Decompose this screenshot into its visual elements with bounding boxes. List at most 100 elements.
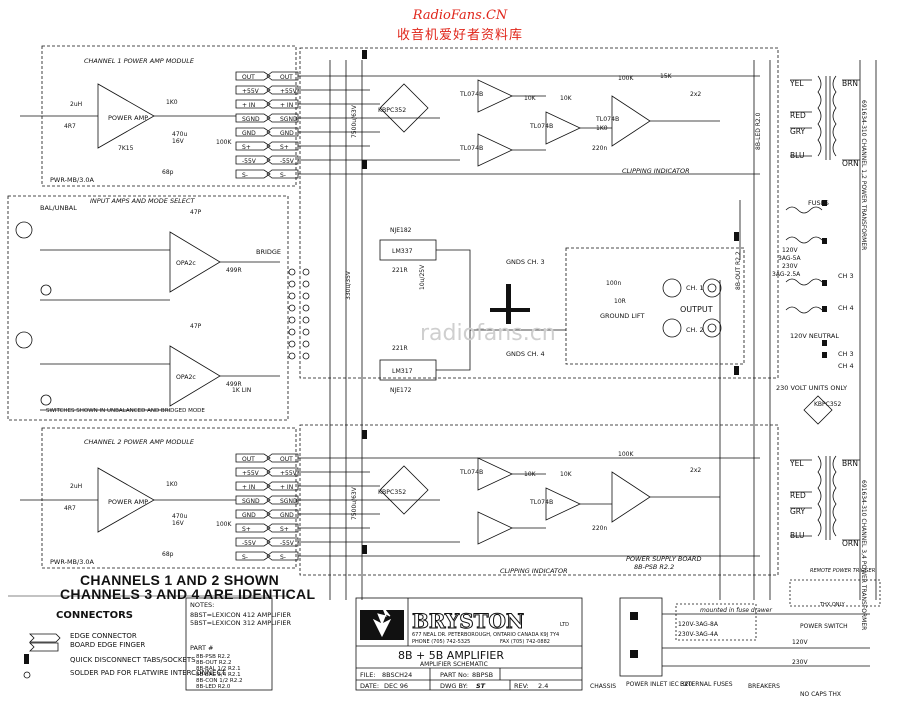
svg-text:100K: 100K — [618, 75, 634, 82]
svg-text:220n: 220n — [592, 525, 607, 532]
conn-label: S+ — [280, 526, 289, 533]
conn-label: -55V — [280, 540, 295, 547]
wire-red: RED — [790, 111, 806, 120]
ch3-label: CH 3 — [838, 272, 854, 280]
conn-label: +55V — [280, 470, 298, 477]
svg-text:7500u/63V: 7500u/63V — [351, 104, 358, 138]
conn-label: OUT — [280, 74, 293, 81]
brand-fax: FAX (705) 742-0882 — [500, 639, 550, 645]
note-line-2: 5BST=LEXICON 312 AMPLIFIER — [190, 619, 291, 627]
ch2-out: CH. 2 — [686, 326, 704, 334]
ic-lm317: LM317 — [392, 368, 413, 375]
notes-title: NOTES: — [190, 601, 214, 609]
conn-label: S- — [242, 554, 248, 561]
svg-text:470u: 470u — [172, 131, 187, 138]
wire-brn-2: BRN — [842, 459, 858, 468]
conn-label: SGND — [280, 116, 298, 123]
conn-label: +55V — [242, 470, 260, 477]
conn-label: GND — [280, 512, 294, 519]
svg-text:1K0: 1K0 — [166, 99, 178, 106]
units-only-label: 230 VOLT UNITS ONLY — [776, 384, 847, 392]
wire-gry: GRY — [790, 127, 806, 136]
svg-text:1K0: 1K0 — [596, 125, 608, 132]
conn-label: GND — [242, 512, 256, 519]
ch3-label-2: CH 3 — [838, 350, 854, 358]
svg-text:499R: 499R — [226, 267, 242, 274]
ch1-module-title: CHANNEL 1 POWER AMP MODULE — [84, 57, 195, 65]
wire-blu: BLU — [790, 151, 804, 160]
chassis-label: CHASSIS — [590, 683, 616, 690]
part-no-label: PART No: — [440, 671, 469, 679]
conn-label: + IN — [242, 484, 255, 491]
transformer-label: 691634-310 CHANNEL 1,2 POWER TRANSFORMER — [860, 100, 867, 250]
wire-brn: BRN — [842, 79, 858, 88]
pwr-label-1: PWR-MB/3.0A — [50, 176, 95, 184]
svg-text:100K: 100K — [216, 521, 232, 528]
wire-gry-2: GRY — [790, 507, 806, 516]
part-no-value: 8BPSB — [472, 671, 493, 679]
wire-yel-2: YEL — [789, 459, 804, 468]
svg-text:220n: 220n — [592, 145, 607, 152]
svg-text:7K15: 7K15 — [118, 145, 134, 152]
ic-tl074-5: TL074B — [459, 469, 483, 476]
ic-tl074-4: TL074B — [595, 116, 619, 123]
svg-text:KBPC352: KBPC352 — [814, 401, 841, 408]
bal-unbal-label: BAL/UNBAL — [40, 204, 77, 212]
conn-label: -55V — [280, 158, 295, 165]
ic-opa-2: OPA2c — [176, 374, 196, 381]
ic-tl074-2: TL074B — [459, 145, 483, 152]
caption-line-2: CHANNELS 3 AND 4 ARE IDENTICAL — [60, 586, 316, 602]
bridge-label: BRIDGE — [256, 248, 281, 256]
conn-label: +55V — [280, 88, 298, 95]
date-label: DATE: — [360, 682, 379, 690]
svg-text:230V: 230V — [782, 263, 798, 270]
date-value: DEC 96 — [384, 682, 408, 690]
external-fuses-label: EXTERNAL FUSES — [680, 681, 733, 688]
caption-line-1: CHANNELS 1 AND 2 SHOWN — [80, 572, 279, 588]
conn-label: S+ — [280, 144, 289, 151]
part-row: 8B-OUT R2.2 — [196, 660, 231, 666]
wire-red-2: RED — [790, 491, 806, 500]
gnds-ch4: GNDS CH. 4 — [506, 350, 545, 358]
ic-tl074-3: TL074B — [529, 123, 553, 130]
svg-text:221R: 221R — [392, 267, 408, 274]
gnds-ch3: GNDS CH. 3 — [506, 258, 545, 266]
svg-text:10K: 10K — [524, 95, 537, 102]
power-amp-1: POWER AMP — [108, 114, 148, 122]
conn-label: GND — [242, 130, 256, 137]
conn-label: S- — [280, 172, 286, 179]
svg-text:NJE182: NJE182 — [390, 227, 412, 234]
ch1-out: CH. 1 — [686, 284, 704, 292]
conn-label: SGND — [242, 116, 260, 123]
conn-label: -55V — [242, 540, 257, 547]
conn-label: S- — [280, 554, 286, 561]
svg-text:2uH: 2uH — [70, 483, 82, 490]
ic-lm337: LM337 — [392, 248, 413, 255]
conn-label: OUT — [242, 456, 255, 463]
ch4-label-2: CH 4 — [838, 362, 854, 370]
svg-text:10R: 10R — [614, 298, 626, 305]
remote-trigger-label: REMOTE POWER TRIGGER — [810, 568, 875, 574]
svg-text:47P: 47P — [190, 323, 202, 330]
svg-text:2x2: 2x2 — [690, 91, 701, 98]
rev-value: 2.4 — [538, 682, 548, 690]
legend-edge-connector: EDGE CONNECTOR — [70, 632, 137, 640]
brand-logo: BRYSTON — [412, 609, 524, 633]
svg-text:499R: 499R — [226, 381, 242, 388]
svg-text:100K: 100K — [216, 139, 232, 146]
ic-opa-1: OPA2c — [176, 260, 196, 267]
svg-text:10K: 10K — [560, 95, 573, 102]
neutral-label: 120V NEUTRAL — [790, 332, 839, 340]
svg-text:15K: 15K — [660, 73, 673, 80]
conn-label: + IN — [280, 484, 293, 491]
psu-board-title: POWER SUPPLY BOARD — [626, 555, 701, 563]
svg-text:221R: 221R — [392, 345, 408, 352]
part-row: 8B-CON 1/2 R2.2 — [196, 678, 242, 684]
part-row: 8B-PSB R2.2 — [196, 654, 230, 660]
file-value: 8BSCH24 — [382, 671, 412, 679]
ic-kbpc-2: KBPC352 — [378, 489, 406, 496]
ch2-module-title: CHANNEL 2 POWER AMP MODULE — [84, 438, 195, 446]
wire-orn-2: ORN — [842, 539, 859, 548]
part-row: 8B-LED R2.0 — [196, 684, 231, 690]
conn-label: +55V — [242, 88, 260, 95]
